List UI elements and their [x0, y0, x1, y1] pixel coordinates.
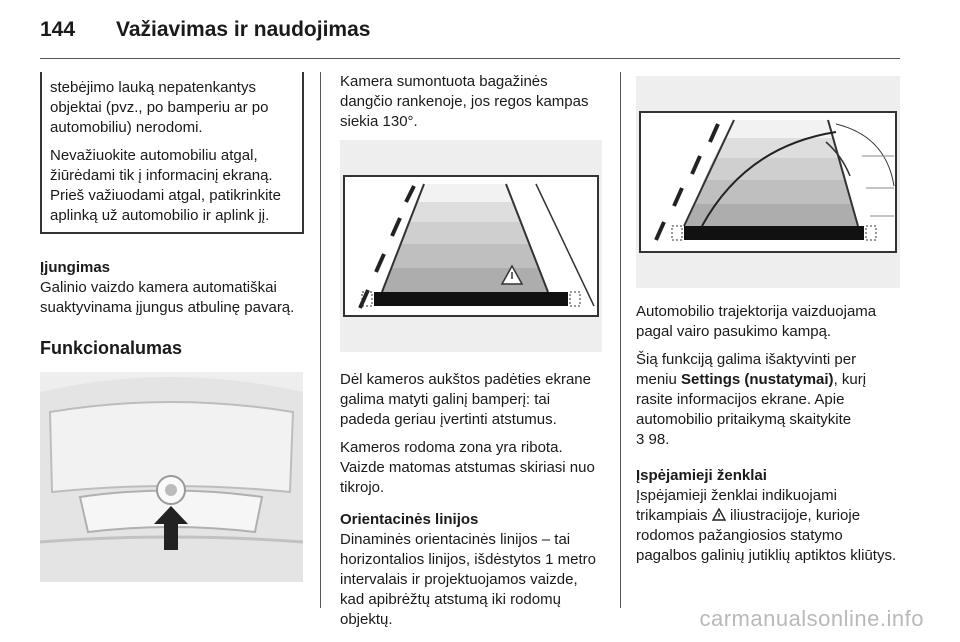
warning-text-after: iliustracijoje, kurioje rodomos pažangio… — [636, 507, 897, 564]
trajectory-text: Automobilio trajektorija vaizduojama pag… — [636, 303, 877, 340]
column-3: Automobilio trajektorija vaizduojama pag… — [636, 72, 900, 574]
chapter-title: Važiavimas ir naudojimas — [116, 18, 371, 41]
camera-view-illustration — [340, 140, 602, 352]
notice-box: stebėjimo lauką nepatenkantys objektai (… — [40, 72, 304, 234]
settings-text-before: Šią funkciją galima išaktyvinti per meni… — [636, 351, 857, 388]
function-heading: Funkcionalumas — [40, 338, 183, 358]
camera-angle-text: Kamera sumontuota bagažinės dangčio rank… — [340, 73, 589, 130]
column-separator-1 — [320, 72, 321, 608]
guidelines-text: Dinaminės orientacinės linijos – tai hor… — [340, 531, 596, 628]
limited-zone-text: Kameros rodoma zona yra ribota. Vaizde m… — [340, 439, 595, 496]
tailgate-camera-illustration — [39, 372, 304, 582]
column-1: stebėjimo lauką nepatenkantys objektai (… — [40, 72, 304, 372]
warning-text-before: Įspėjamieji ženklai indikuojami trikampi… — [636, 487, 837, 524]
header-rule — [40, 58, 900, 59]
page-number: 144 — [40, 18, 76, 41]
switching-heading: Įjungimas — [40, 259, 111, 276]
watermark: carmanualsonline.info — [699, 606, 924, 631]
switching-text: Galinio vaizdo kamera automatiškai suakt… — [40, 279, 295, 316]
trajectory-view-illustration — [636, 76, 900, 288]
notice-paragraph-2: Nevažiuokite automobiliu atgal, žiūrėdam… — [50, 147, 281, 224]
settings-text-after: , kurį rasite informacijos ekrane. Apie … — [636, 371, 867, 428]
column-separator-2 — [620, 72, 621, 608]
warning-triangle-icon — [711, 507, 727, 521]
page-header: 144 Važiavimas ir naudojimas — [40, 14, 900, 50]
bumper-text: Dėl kameros aukštos padėties ekrane gali… — [340, 371, 591, 428]
settings-menu-name: Settings (nustatymai) — [681, 371, 834, 388]
warning-paragraph: Įspėjamieji ženklai indikuojami trikampi… — [636, 486, 900, 566]
notice-paragraph-1: stebėjimo lauką nepatenkantys objektai (… — [50, 79, 269, 136]
warning-heading: Įspėjamieji ženklai — [636, 467, 767, 484]
page-reference[interactable]: 3 98. — [636, 431, 670, 448]
column-2: Kamera sumontuota bagažinės dangčio rank… — [340, 72, 604, 638]
settings-paragraph: Šią funkciją galima išaktyvinti per meni… — [636, 350, 900, 450]
guidelines-heading: Orientacinės linijos — [340, 511, 479, 528]
